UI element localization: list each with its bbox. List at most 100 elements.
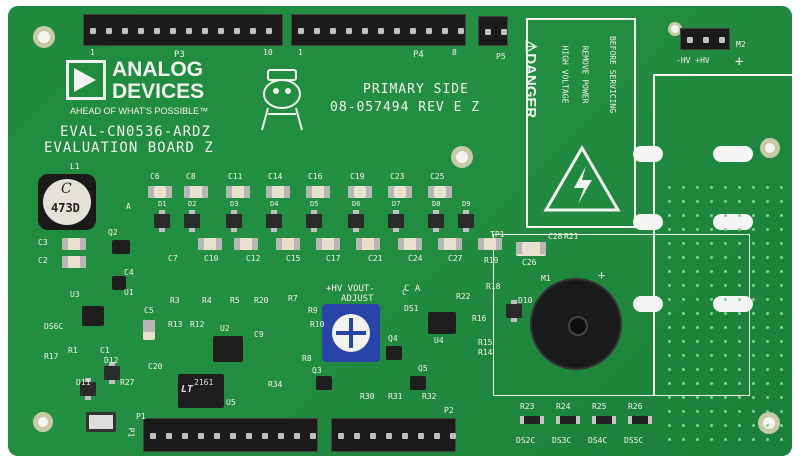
label-l1: L1 <box>70 162 80 171</box>
via <box>766 242 769 245</box>
header-pin <box>154 28 160 34</box>
diode-d6 <box>348 210 364 232</box>
label-ds6c: DS6C <box>44 322 64 331</box>
header-pin <box>218 28 224 34</box>
via <box>766 298 769 301</box>
mounting-hole-right <box>760 138 780 158</box>
via <box>724 214 727 217</box>
via <box>682 340 685 343</box>
via <box>724 410 727 413</box>
label-u1: U1 <box>124 288 134 297</box>
via <box>668 382 671 385</box>
tactile-switch[interactable] <box>86 412 116 432</box>
header-pin <box>122 28 128 34</box>
via <box>696 242 699 245</box>
label-d2: D2 <box>188 200 197 208</box>
via <box>766 368 769 371</box>
via <box>668 284 671 287</box>
via <box>682 228 685 231</box>
header-pin <box>394 28 400 34</box>
mounting-hole-bottom-right <box>758 412 780 434</box>
via <box>738 438 741 441</box>
label-r15: R15 <box>478 338 493 347</box>
via <box>696 214 699 217</box>
via <box>710 242 713 245</box>
label-q2: Q2 <box>108 228 118 237</box>
header-pin <box>434 433 440 439</box>
isolation-slot-2 <box>633 214 663 230</box>
label-c3: C3 <box>38 238 48 247</box>
danger-warning-box: ⚠DANGER HIGH VOLTAGE REMOVE POWER BEFORE… <box>522 18 636 228</box>
label-tp1: TP1 <box>490 230 505 239</box>
via <box>780 326 783 329</box>
high-voltage-icon <box>543 145 621 212</box>
label-c7: C7 <box>168 254 178 263</box>
pcb-board: 1 P3 10 1 P4 8 P5 M2 -HV +HV + ANALOG DE… <box>8 6 792 456</box>
label-r3: R3 <box>170 296 180 305</box>
via <box>668 410 671 413</box>
via <box>780 354 783 357</box>
label-q3: Q3 <box>312 366 322 375</box>
label-c21: C21 <box>368 254 383 263</box>
via <box>738 368 741 371</box>
label-d1: D1 <box>158 200 167 208</box>
header-pin <box>294 433 300 439</box>
via <box>780 438 783 441</box>
header-pin <box>687 37 693 43</box>
via <box>724 284 727 287</box>
analog-devices-logo: ANALOG DEVICES AHEAD OF WHAT'S POSSIBLE™ <box>66 58 236 124</box>
label-c6: C6 <box>150 172 160 181</box>
via <box>668 312 671 315</box>
header-pin <box>166 433 172 439</box>
part-number-label: 08-057494 REV E Z <box>330 100 481 115</box>
potentiometer-adjust[interactable] <box>322 304 380 362</box>
via <box>710 368 713 371</box>
via <box>738 242 741 245</box>
label-p1: P1 <box>136 412 146 421</box>
via <box>766 214 769 217</box>
logo-tagline: AHEAD OF WHAT'S POSSIBLE™ <box>70 106 209 116</box>
isolation-slot-5 <box>713 214 753 230</box>
via <box>780 340 783 343</box>
via <box>724 382 727 385</box>
label-c8: C8 <box>186 172 196 181</box>
diode-d11 <box>80 378 96 400</box>
via <box>724 242 727 245</box>
via <box>682 270 685 273</box>
inductor-marking: 473D <box>51 201 80 215</box>
label-p5: P5 <box>496 52 506 61</box>
label-p4: P4 <box>413 50 424 60</box>
label-r4: R4 <box>202 296 212 305</box>
mounting-hole-mid-left <box>451 146 473 168</box>
danger-line3: BEFORE SERVICING <box>608 35 618 114</box>
board-desc-label: EVALUATION BOARD Z <box>44 140 214 156</box>
ic-u3 <box>82 306 104 326</box>
header-pin <box>703 37 709 43</box>
via <box>710 186 713 189</box>
via <box>724 438 727 441</box>
label-r26: R26 <box>628 402 643 411</box>
via <box>780 256 783 259</box>
via <box>738 340 741 343</box>
via <box>766 382 769 385</box>
via <box>696 382 699 385</box>
label-r30: R30 <box>360 392 375 401</box>
label-a: A <box>126 202 131 211</box>
via <box>668 438 671 441</box>
label-r10: R10 <box>310 320 325 329</box>
cap-c21 <box>398 238 422 250</box>
via <box>738 214 741 217</box>
via <box>752 284 755 287</box>
header-pin <box>266 28 272 34</box>
jumper-p5 <box>478 16 508 46</box>
label-r34: R34 <box>268 380 283 389</box>
header-pin <box>338 433 344 439</box>
via <box>766 438 769 441</box>
via <box>668 368 671 371</box>
via <box>766 410 769 413</box>
label-c20: C20 <box>148 362 163 371</box>
via <box>738 298 741 301</box>
via <box>682 368 685 371</box>
label-d6: D6 <box>352 200 361 208</box>
label-r31: R31 <box>388 392 403 401</box>
